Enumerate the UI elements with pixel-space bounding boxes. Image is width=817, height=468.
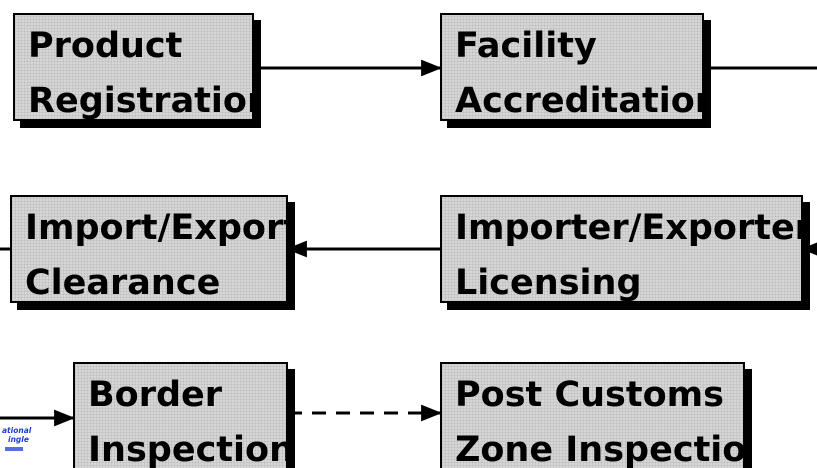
node-importer-exporter-licensing-line-1: Importer/Exporter	[455, 208, 803, 248]
node-importer-exporter-licensing-line-2: Licensing	[455, 263, 642, 303]
node-product-registration-line-2: Registration	[28, 81, 254, 121]
node-post-customs-zone-inspection: Post Customs Zone Inspection	[440, 362, 745, 468]
logo-text-line-1: ational	[2, 426, 32, 435]
node-facility-accreditation-line-2: Accreditation	[455, 81, 704, 121]
node-import-export-clearance: Import/Export Clearance	[10, 195, 288, 303]
node-border-inspection: Border Inspection	[73, 362, 288, 468]
node-border-inspection-line-1: Border	[88, 375, 223, 415]
national-single-window-logo: ational ingle	[0, 420, 44, 466]
node-post-customs-zone-inspection-line-2: Zone Inspection	[455, 430, 745, 468]
node-importer-exporter-licensing: Importer/Exporter Licensing	[440, 195, 803, 303]
node-facility-accreditation: Facility Accreditation	[440, 13, 704, 121]
logo-text-line-2: ingle	[8, 435, 29, 444]
node-facility-accreditation-line-1: Facility	[455, 26, 597, 66]
node-product-registration: Product Registration	[13, 13, 254, 121]
logo-text-line-3-fragment	[5, 447, 23, 451]
node-import-export-clearance-line-1: Import/Export	[25, 208, 288, 248]
node-border-inspection-line-2: Inspection	[88, 430, 288, 468]
node-import-export-clearance-line-2: Clearance	[25, 263, 221, 303]
node-post-customs-zone-inspection-line-1: Post Customs	[455, 375, 724, 415]
node-product-registration-line-1: Product	[28, 26, 183, 66]
